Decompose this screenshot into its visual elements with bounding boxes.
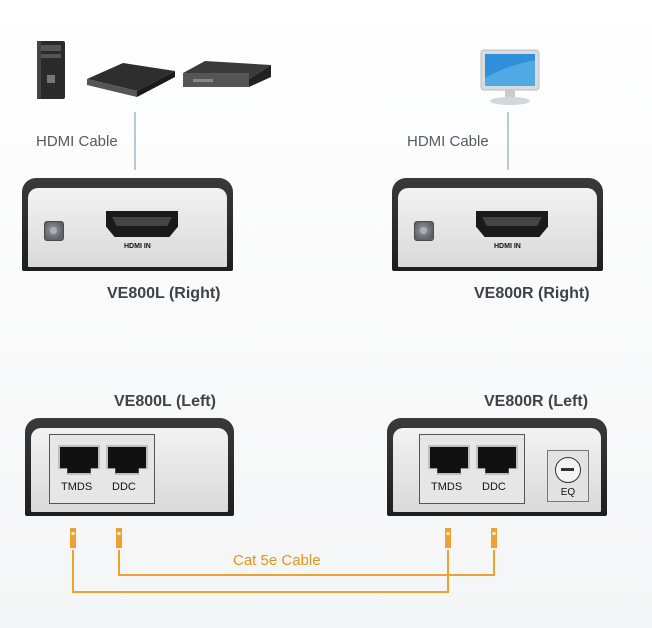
pc-tower-icon — [37, 41, 65, 99]
ve800l-right-unit: HDMI IN — [22, 178, 233, 271]
rj45-port-panel: TMDS DDC — [49, 434, 155, 504]
tmds-label: TMDS — [431, 481, 463, 493]
device-face: TMDS DDC — [31, 428, 228, 512]
ve800r-left-unit: TMDS DDC EQ — [387, 418, 607, 516]
ddc-port-icon — [106, 445, 148, 475]
power-button[interactable] — [414, 221, 434, 241]
ve800r-left-title: VE800R (Left) — [484, 393, 589, 410]
cat5e-cable-label: Cat 5e Cable — [233, 552, 321, 569]
ve800r-right-unit: HDMI IN — [392, 178, 603, 271]
rj45-port-panel: TMDS DDC — [419, 434, 525, 504]
cat5e-cable-tmds — [72, 550, 449, 593]
ve800l-right-title: VE800L (Right) — [107, 285, 221, 302]
eq-control[interactable]: EQ — [547, 450, 589, 502]
hdmi-cable-label-left: HDMI Cable — [36, 133, 118, 150]
tmds-port-icon — [428, 445, 470, 475]
hdmi-in-label: HDMI IN — [494, 243, 521, 250]
cat5e-cable-ddc — [118, 550, 495, 576]
dvd-player-icon — [87, 63, 175, 97]
set-top-box-icon — [183, 61, 271, 87]
ddc-label: DDC — [112, 481, 136, 493]
eq-knob-icon[interactable] — [555, 457, 581, 483]
source-devices — [25, 35, 275, 105]
hdmi-port-icon — [476, 211, 548, 237]
ve800l-left-title: VE800L (Left) — [114, 393, 216, 410]
device-face: TMDS DDC EQ — [393, 428, 601, 512]
ve800r-right-title: VE800R (Right) — [474, 285, 590, 302]
tmds-port-icon — [58, 445, 100, 475]
monitor-icon — [475, 48, 545, 106]
eq-label: EQ — [560, 487, 576, 498]
device-face: HDMI IN — [398, 188, 597, 267]
ddc-port-icon — [476, 445, 518, 475]
hdmi-port-icon — [106, 211, 178, 237]
device-face: HDMI IN — [28, 188, 227, 267]
hdmi-cable-label-right: HDMI Cable — [407, 133, 489, 150]
power-button[interactable] — [44, 221, 64, 241]
ve800l-left-unit: TMDS DDC — [25, 418, 234, 516]
tmds-label: TMDS — [61, 481, 93, 493]
ddc-label: DDC — [482, 481, 506, 493]
rj45-plug-icon — [70, 528, 497, 548]
hdmi-in-label: HDMI IN — [124, 243, 151, 250]
